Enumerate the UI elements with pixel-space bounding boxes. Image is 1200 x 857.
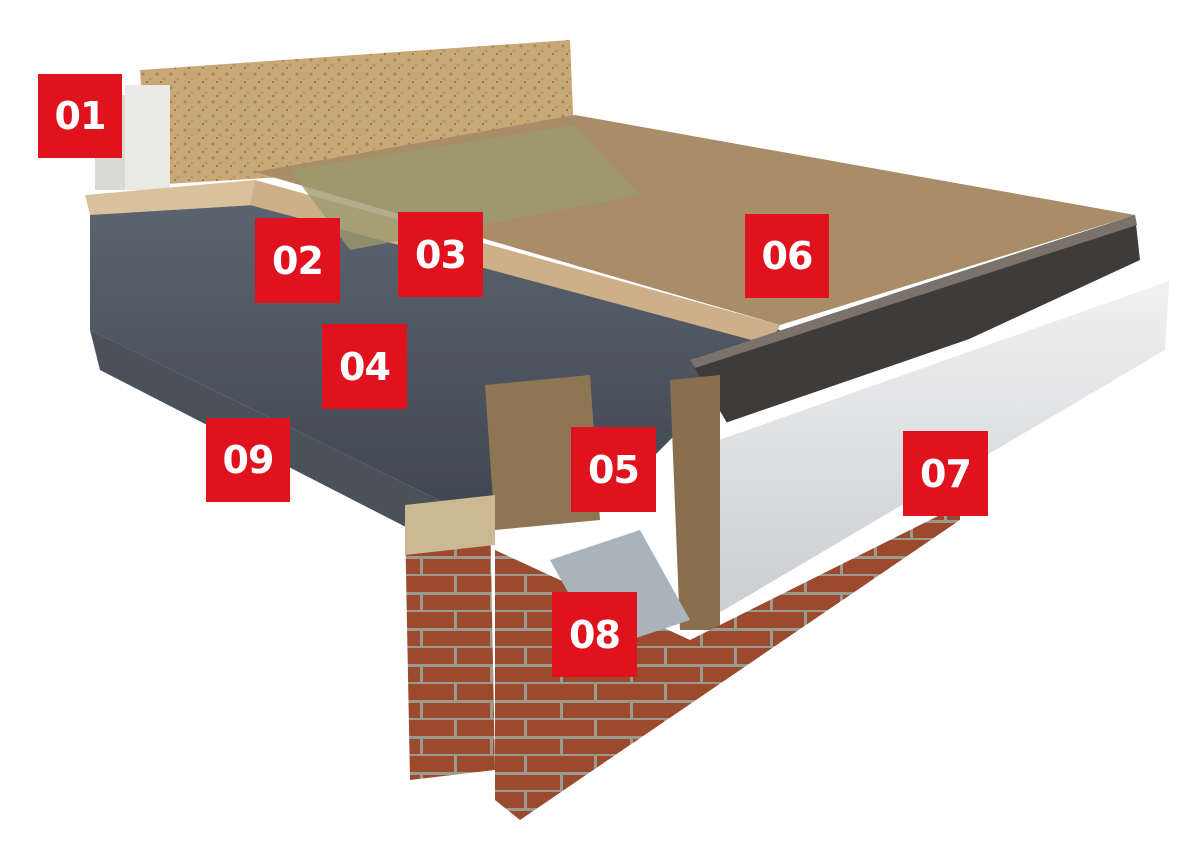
brick-wall xyxy=(495,505,960,820)
insulation-roll xyxy=(125,85,170,190)
callout-01: 01 xyxy=(38,74,122,158)
callout-09: 09 xyxy=(206,418,290,502)
callout-07: 07 xyxy=(903,431,988,516)
callout-08: 08 xyxy=(552,592,637,677)
edge-trim-highlight xyxy=(690,215,1137,368)
gutter-lip xyxy=(705,270,1172,445)
edge-trim xyxy=(690,215,1140,445)
brick-pier-left xyxy=(405,510,495,780)
callout-03: 03 xyxy=(398,212,483,297)
insulation-strip xyxy=(290,125,640,250)
callout-02: 02 xyxy=(255,218,340,303)
timber-joist xyxy=(85,180,255,215)
wall-plate xyxy=(405,495,495,555)
timber-fascia xyxy=(670,375,720,630)
callout-05: 05 xyxy=(571,427,656,512)
callout-04: 04 xyxy=(322,324,407,409)
callout-06: 06 xyxy=(745,214,829,298)
